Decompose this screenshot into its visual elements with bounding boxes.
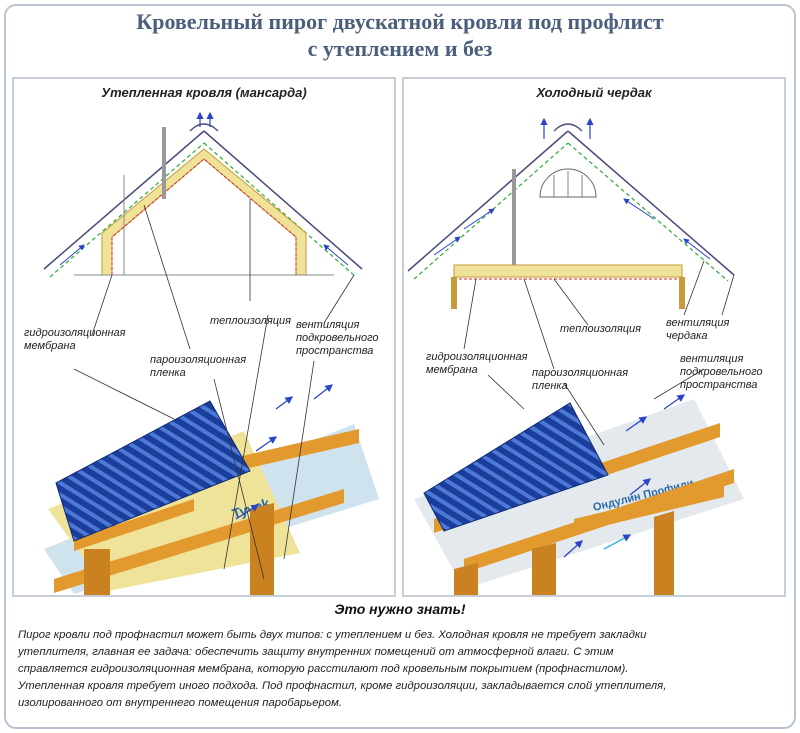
page-title-line1: Кровельный пирог двускатной кровли под п… <box>136 9 664 34</box>
panel-title-cold-attic: Холодный чердак <box>536 85 652 100</box>
note-line: утеплителя, главная ее задача: обеспечит… <box>18 646 614 658</box>
panel-title-insulated: Утепленная кровля (мансарда) <box>101 85 307 100</box>
roof-pie-insulated: Tyvek Tyvek <box>44 314 379 595</box>
label-hydro-right: гидроизоляционная мембрана <box>426 351 528 376</box>
label-hydro-left: гидроизоляционная мембрана <box>24 327 126 352</box>
panel-cold-attic: Холодный чердак <box>402 77 786 597</box>
page-title: Кровельный пирог двускатной кровли под п… <box>0 8 800 62</box>
note-line: справляется гидроизоляционная мембрана, … <box>18 663 629 675</box>
section-cold-attic <box>407 117 735 370</box>
label-vent-left: вентиляция подкровельного пространства <box>296 319 379 357</box>
note-line: Утепленная кровля требует иного подхода.… <box>18 680 667 692</box>
roof-pie-cold-attic: Ондулин Профили <box>414 368 744 595</box>
note-line: Пирог кровли под профнастил может быть д… <box>18 629 647 641</box>
panel-insulated-roof: Утепленная кровля (мансарда) <box>12 77 396 597</box>
label-vapor-left: пароизоляционная пленка <box>150 354 247 379</box>
section-insulated <box>43 111 363 350</box>
note-title: Это нужно знать! <box>334 601 466 617</box>
page-title-line2: с утеплением и без <box>307 36 493 61</box>
note-line: изолированного от внутреннего помещения … <box>18 697 342 709</box>
diagram-cold-attic: Ондулин Профили <box>407 117 744 595</box>
label-thermal-left: теплоизоляция <box>210 315 292 327</box>
note-text: Пирог кровли под профнастил может быть д… <box>18 627 788 712</box>
diagram-insulated-roof: Tyvek Tyvek <box>43 111 379 595</box>
label-vent-attic-right: вентиляция чердака <box>666 317 730 342</box>
label-thermal-right: теплоизоляция <box>560 323 642 335</box>
label-vapor-right: пароизоляционная пленка <box>532 367 629 392</box>
label-vent-under-right: вентиляция подкровельного пространства <box>680 353 763 391</box>
